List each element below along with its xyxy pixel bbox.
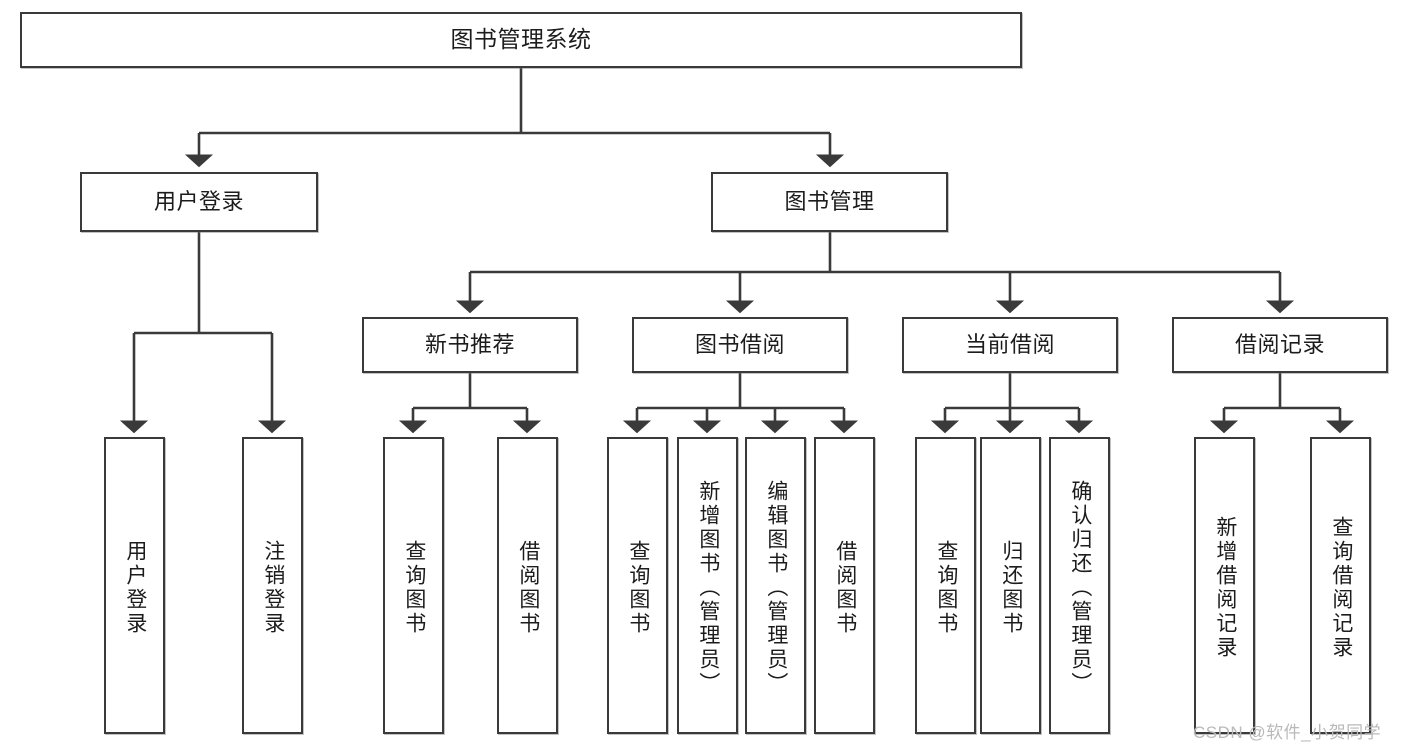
node-label: 用户登录: [153, 189, 244, 215]
leaf-borrow-borrow-book[interactable]: 借阅图书: [814, 437, 875, 734]
leaf-borrow-add-book-admin[interactable]: 新增图书（管理员）: [677, 437, 738, 734]
node-label: 当前借阅: [964, 332, 1055, 358]
node-label: 新增图书（管理员）: [696, 479, 720, 696]
leaf-recommend-query-book[interactable]: 查询图书: [383, 437, 444, 734]
leaf-current-return-book[interactable]: 归还图书: [980, 437, 1041, 734]
node-label: 图书管理系统: [450, 26, 592, 53]
node-label: 编辑图书（管理员）: [764, 479, 788, 696]
node-current-borrow[interactable]: 当前借阅: [902, 317, 1118, 373]
leaf-recommend-borrow-book[interactable]: 借阅图书: [497, 437, 558, 734]
node-label: 图书借阅: [694, 332, 785, 358]
node-label: 查询图书: [402, 539, 426, 636]
leaf-borrow-edit-book-admin[interactable]: 编辑图书（管理员）: [745, 437, 806, 734]
node-label: 归还图书: [999, 539, 1023, 636]
node-label: 借阅图书: [833, 539, 857, 636]
node-label: 图书管理: [784, 189, 875, 215]
node-label: 借阅图书: [516, 539, 540, 636]
node-user-login[interactable]: 用户登录: [80, 172, 318, 232]
node-borrow-record[interactable]: 借阅记录: [1172, 317, 1388, 373]
leaf-record-query-borrow-record[interactable]: 查询借阅记录: [1310, 437, 1371, 734]
node-new-book-recommend[interactable]: 新书推荐: [362, 317, 578, 373]
leaf-current-confirm-return-admin[interactable]: 确认归还（管理员）: [1049, 437, 1110, 734]
node-label: 查询借阅记录: [1329, 515, 1353, 660]
node-label: 注销登录: [261, 539, 285, 636]
node-label: 新增借阅记录: [1213, 515, 1237, 660]
node-book-management[interactable]: 图书管理: [711, 172, 948, 232]
leaf-user-logout[interactable]: 注销登录: [242, 437, 303, 734]
node-label: 查询图书: [626, 539, 650, 636]
node-root-system[interactable]: 图书管理系统: [20, 12, 1022, 68]
node-label: 确认归还（管理员）: [1068, 479, 1092, 696]
leaf-record-add-borrow-record[interactable]: 新增借阅记录: [1194, 437, 1255, 734]
node-book-borrow[interactable]: 图书借阅: [632, 317, 848, 373]
node-label: 用户登录: [123, 539, 147, 636]
node-label: 新书推荐: [424, 332, 515, 358]
leaf-user-login[interactable]: 用户登录: [104, 437, 165, 734]
csdn-watermark: CSDN @软件_小贺同学: [1193, 723, 1382, 742]
leaf-borrow-query-book[interactable]: 查询图书: [607, 437, 668, 734]
leaf-current-query-book[interactable]: 查询图书: [915, 437, 976, 734]
node-label: 借阅记录: [1234, 332, 1325, 358]
node-label: 查询图书: [934, 539, 958, 636]
